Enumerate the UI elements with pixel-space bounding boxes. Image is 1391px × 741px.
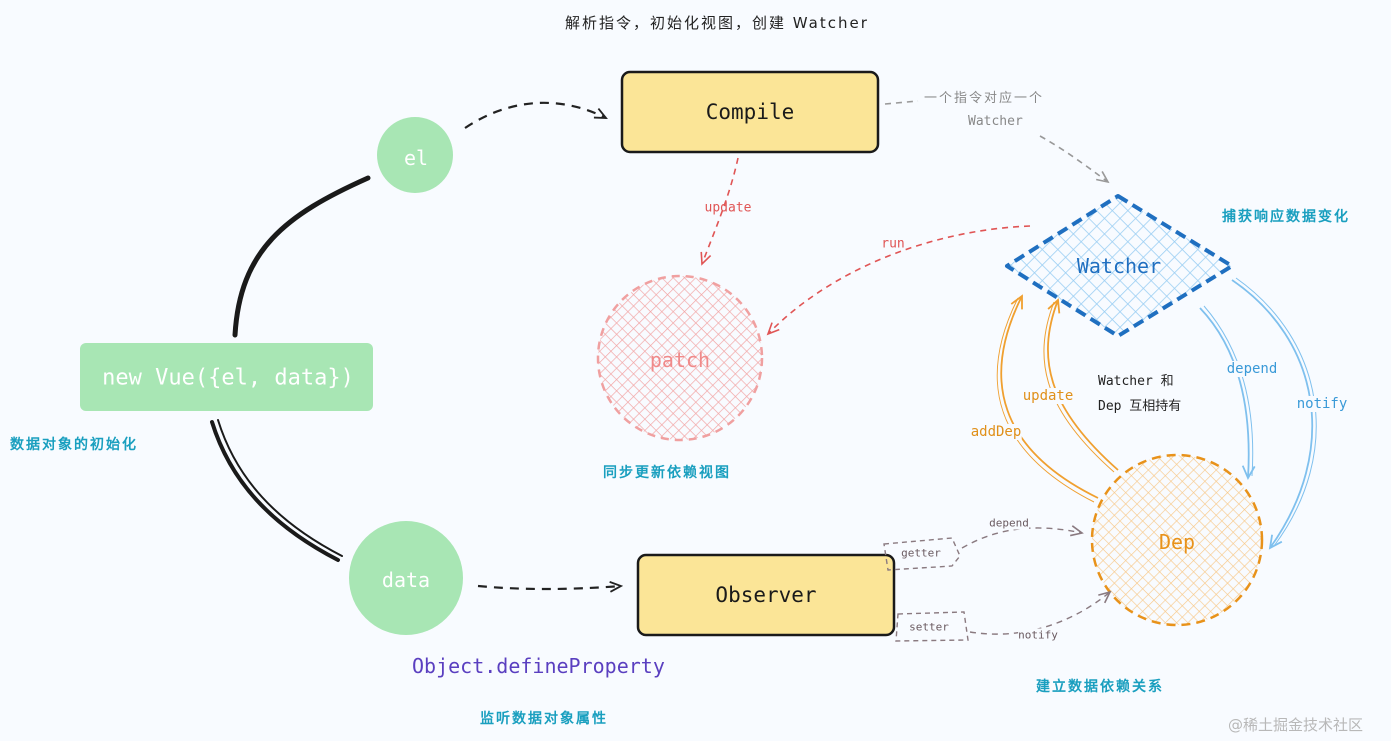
build-dep-annotation: 建立数据依赖关系 (1036, 679, 1164, 695)
dep-node (1090, 453, 1264, 627)
watcher-node (1005, 194, 1234, 338)
define-property-annotation: Object.defineProperty (412, 654, 665, 678)
watcher-to-patch-run-arrow (766, 225, 1031, 336)
one-directive-label-1: 一个指令对应一个 (924, 91, 1045, 106)
patch-label: patch (649, 348, 711, 372)
data-to-observer-arrow (477, 586, 621, 589)
update-dep-label: update (1022, 388, 1074, 404)
dep-label: Dep (1158, 530, 1196, 554)
adddep-label: addDep (970, 424, 1022, 440)
init-data-annotation: 数据对象的初始化 (10, 437, 138, 453)
new-vue-label: new Vue({el, data}) (102, 365, 354, 391)
run-label: run (881, 236, 905, 252)
notify-watcher-label: notify (1296, 396, 1348, 412)
el-to-compile-arrow (464, 101, 606, 129)
data-label: data (381, 568, 431, 592)
vue-to-data-connector (210, 420, 340, 562)
data-node (349, 521, 463, 635)
compile-to-patch-update-arrow (700, 157, 739, 266)
compile-node (620, 70, 880, 154)
getter-label: getter (901, 546, 941, 560)
compile-to-watcher-arrow (884, 100, 919, 105)
observer-label: Observer (715, 583, 817, 607)
depend-watcher-label: depend (1226, 361, 1278, 377)
capture-change-annotation: 捕获响应数据变化 (1222, 209, 1350, 225)
getter-to-dep-arrow (961, 525, 1084, 549)
mutual-annotation-1: Watcher 和 (1098, 374, 1174, 389)
update-compile-label: update (704, 200, 752, 216)
diagram-title: 解析指令，初始化视图，创建 Watcher (565, 14, 869, 32)
sync-update-annotation: 同步更新依赖视图 (603, 465, 731, 481)
notify-setter-label: notify (1018, 628, 1058, 642)
mutual-annotation-2: Dep 互相持有 (1098, 399, 1182, 414)
update-arrow (1047, 298, 1119, 471)
setter-label: setter (909, 620, 949, 634)
setter-box (895, 611, 969, 642)
new-vue-node (80, 343, 373, 411)
one-directive-label-2: Watcher (968, 114, 1023, 129)
depend-getter-label: depend (989, 516, 1029, 530)
listen-props-annotation: 监听数据对象属性 (480, 711, 608, 727)
vue-to-el-connector (232, 175, 371, 338)
el-label: el (403, 146, 429, 170)
patch-node (596, 274, 764, 442)
depend-arrow (1199, 307, 1256, 481)
compile-label: Compile (705, 100, 795, 124)
el-node (377, 117, 453, 193)
getter-box (883, 537, 961, 571)
adddep-arrow (1000, 294, 1099, 499)
watermark: @稀土掘金技术社区 (1228, 716, 1364, 734)
watcher-label: Watcher (1076, 254, 1162, 278)
setter-to-dep-arrow (969, 590, 1112, 635)
observer-node (636, 553, 896, 637)
